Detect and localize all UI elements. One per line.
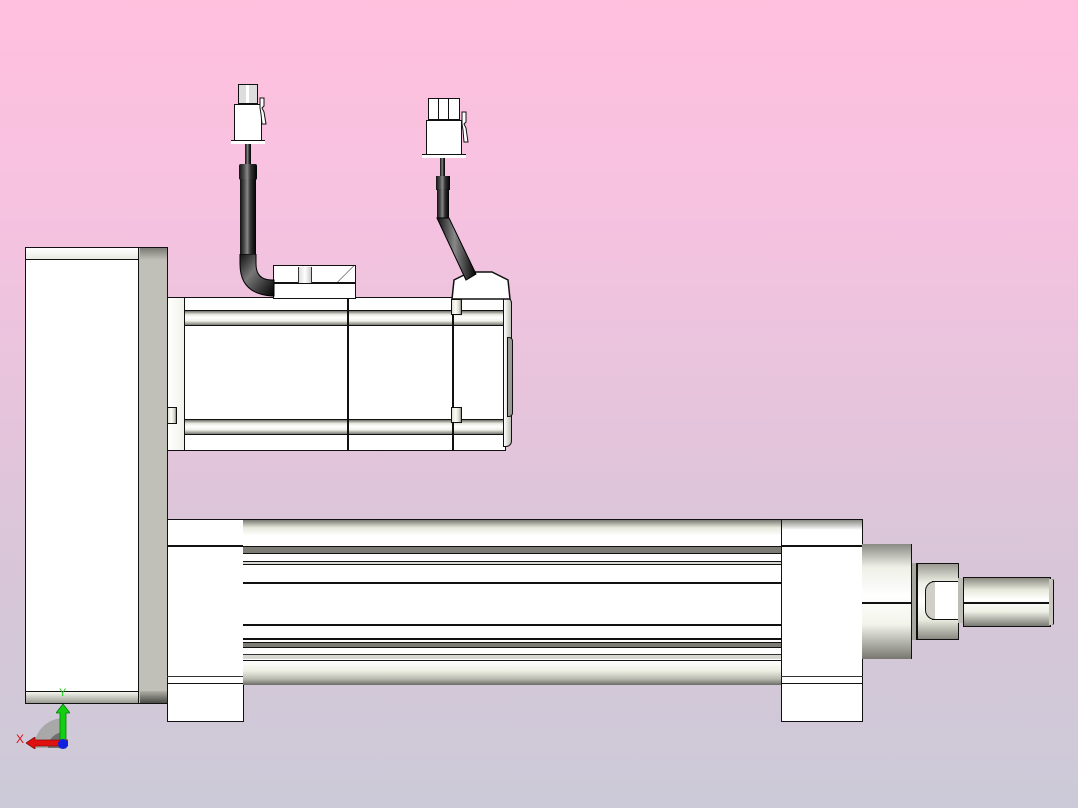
motor-bottom-rib [185, 419, 505, 435]
view-triad[interactable]: Y X [14, 687, 74, 752]
encoder-cable-boot [436, 176, 450, 190]
encoder-plug-body [426, 120, 462, 157]
encoder-wire [440, 158, 445, 178]
front-flange [781, 519, 863, 685]
front-foot [781, 683, 863, 722]
encoder-cable-angled [436, 217, 477, 281]
power-plug-pins [238, 84, 258, 104]
power-plug-latch-icon [259, 97, 267, 125]
motor-screw-top [451, 299, 462, 315]
x-axis-arrow-icon [26, 737, 68, 749]
y-axis-label: Y [59, 687, 67, 699]
power-plug-base [231, 140, 265, 144]
motor-rear-cap-shade [507, 337, 513, 417]
end-housing-face [25, 247, 140, 704]
rod-nut-chamfer [925, 581, 935, 620]
end-housing-side [138, 247, 168, 704]
end-housing[interactable] [25, 247, 168, 704]
power-cable[interactable] [228, 84, 278, 299]
end-housing-side-top-shade [140, 248, 167, 260]
tube-groove-bottom [243, 642, 783, 648]
power-wire [245, 144, 251, 164]
x-axis-label: X [16, 732, 25, 746]
z-axis-dot-icon [58, 739, 68, 749]
encoder-cable[interactable] [420, 96, 510, 286]
end-housing-side-bottom-shade [140, 691, 167, 703]
motor-top-rib [185, 310, 505, 326]
rear-end-block [167, 519, 244, 685]
tube-body [243, 519, 783, 685]
servo-motor[interactable] [167, 297, 513, 451]
rod-tip [1049, 579, 1054, 625]
encoder-plug-base [422, 154, 466, 158]
power-cable-boot [239, 164, 257, 180]
power-cable-bend [239, 254, 275, 297]
encoder-cable-sleeve [437, 189, 449, 219]
rod-assembly[interactable] [862, 544, 1054, 662]
end-housing-top-band [26, 248, 139, 260]
actuator-tube[interactable] [167, 518, 863, 723]
encoder-plug-pins [428, 98, 460, 120]
motor-screw-bottom [451, 407, 462, 423]
end-housing-bottom-band [26, 691, 139, 703]
motor-seam-2 [452, 297, 454, 451]
encoder-plug-latch-icon [461, 111, 469, 143]
rod-boss [862, 544, 912, 659]
rod-nut-flat [932, 581, 960, 620]
power-cable-sleeve [240, 179, 256, 264]
rear-foot [167, 683, 244, 722]
flange-screw [167, 407, 177, 424]
power-connector-chamfer [336, 265, 356, 282]
power-connector-slot [298, 267, 312, 283]
tube-groove-top [243, 547, 783, 554]
motor-seam-1 [347, 297, 349, 451]
rod-boss-ring [912, 563, 917, 640]
